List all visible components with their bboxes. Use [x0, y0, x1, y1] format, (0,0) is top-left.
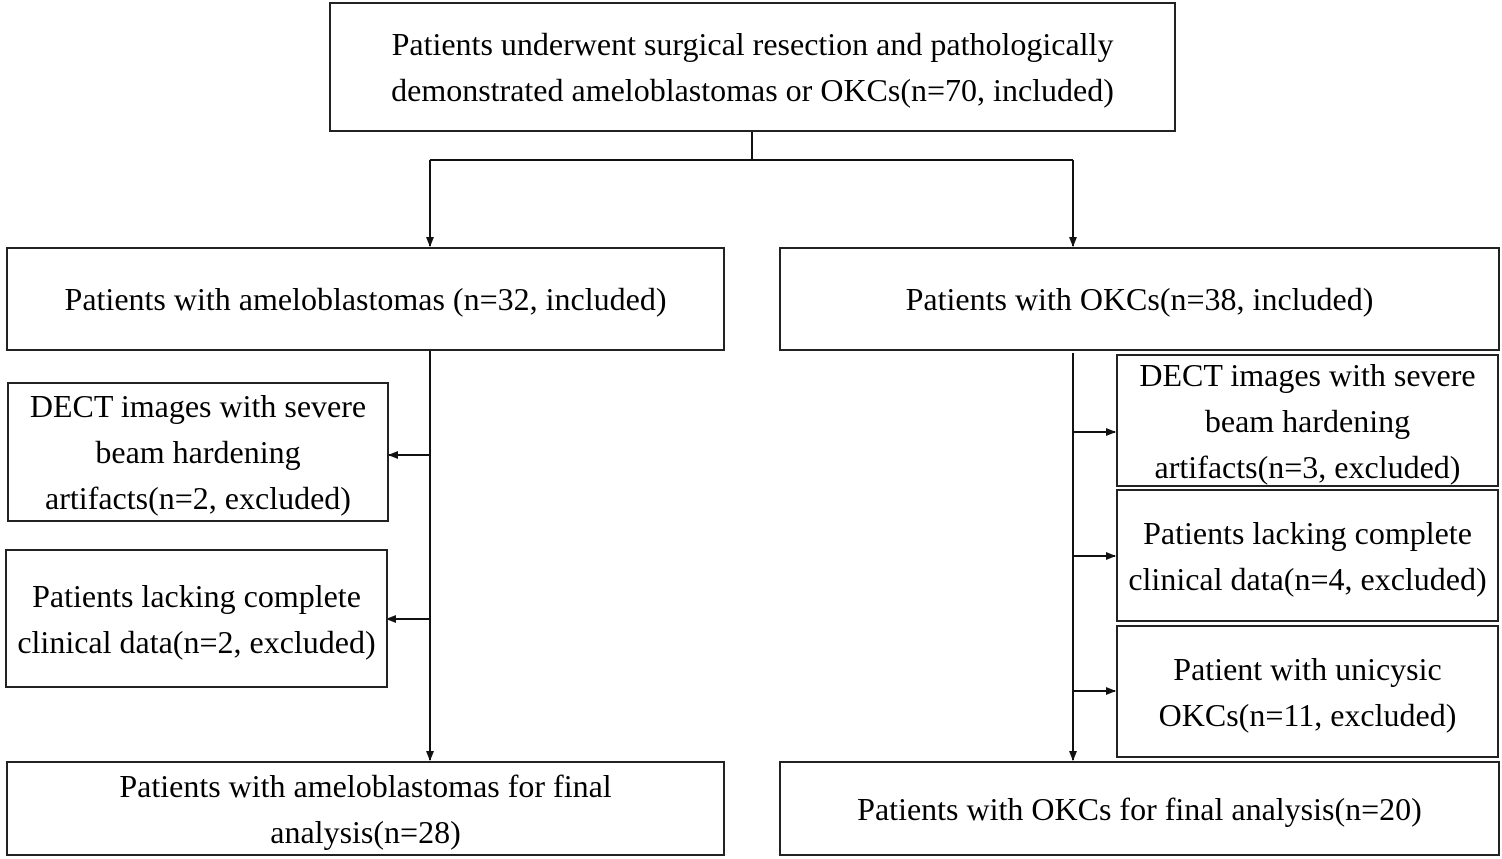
left-exclusion-box-2: Patients lacking complete clinical data(…	[5, 549, 388, 688]
right-exclusion-text-3: Patient with unicysic OKCs(n=11, exclude…	[1158, 650, 1457, 733]
right-group-text: Patients with OKCs(n=38, included)	[905, 281, 1374, 317]
right-group-box: Patients with OKCs(n=38, included)	[779, 247, 1500, 351]
right-exclusion-box-2: Patients lacking complete clinical data(…	[1116, 489, 1499, 622]
right-exclusion-box-3: Patient with unicysic OKCs(n=11, exclude…	[1116, 625, 1499, 758]
top-box: Patients underwent surgical resection an…	[329, 2, 1176, 132]
left-group-text: Patients with ameloblastomas (n=32, incl…	[64, 281, 667, 317]
left-exclusion-text-1: DECT images with severe beam hardening a…	[29, 388, 367, 516]
left-exclusion-box-1: DECT images with severe beam hardening a…	[7, 382, 389, 522]
left-final-text: Patients with ameloblastomas for final a…	[119, 767, 612, 850]
right-exclusion-text-2: Patients lacking complete clinical data(…	[1128, 514, 1487, 597]
top-box-text: Patients underwent surgical resection an…	[391, 26, 1114, 108]
right-exclusion-box-1: DECT images with severe beam hardening a…	[1116, 354, 1499, 487]
left-exclusion-text-2: Patients lacking complete clinical data(…	[17, 577, 376, 660]
left-final-box: Patients with ameloblastomas for final a…	[6, 761, 725, 856]
left-group-box: Patients with ameloblastomas (n=32, incl…	[6, 247, 725, 351]
right-final-text: Patients with OKCs for final analysis(n=…	[857, 790, 1422, 827]
right-exclusion-text-1: DECT images with severe beam hardening a…	[1139, 356, 1476, 485]
right-final-box: Patients with OKCs for final analysis(n=…	[779, 761, 1500, 856]
